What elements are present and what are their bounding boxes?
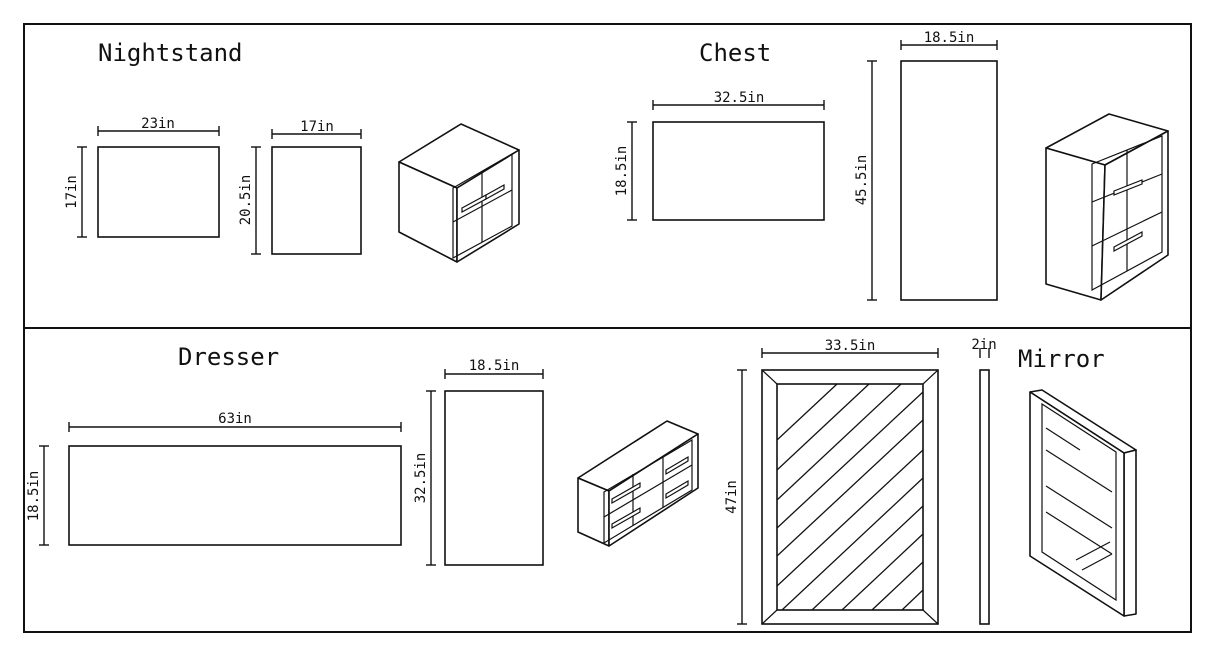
chest-width-label: 32.5in: [714, 90, 765, 106]
mirror-front-view: [761, 369, 939, 625]
chest-top-view: [652, 121, 825, 221]
dresser-width-label: 63in: [218, 411, 252, 427]
mirror-section: Mirror: [724, 337, 1137, 625]
mirror-width-label: 33.5in: [825, 338, 876, 354]
chest-height-dimension: 45.5in: [854, 60, 877, 301]
nightstand-side-depth-label: 17in: [300, 119, 334, 135]
chest-title: Chest: [699, 39, 771, 67]
chest-side-depth-dimension: 18.5in: [900, 30, 998, 50]
mirror-side-view: [979, 369, 990, 625]
nightstand-width-label: 23in: [141, 116, 175, 132]
mirror-title: Mirror: [1018, 345, 1105, 373]
nightstand-depth-label: 17in: [64, 175, 80, 209]
chest-section: Chest 32.5in 18.5in 18.5in 45.5in: [614, 30, 1169, 301]
dresser-side-depth-label: 18.5in: [469, 358, 520, 374]
nightstand-section: Nightstand 23in 17in 17in 20.5in: [64, 39, 520, 263]
dresser-top-view: [68, 445, 402, 546]
nightstand-isometric-view: [398, 123, 520, 263]
dresser-depth-dimension: 18.5in: [26, 445, 49, 546]
chest-side-depth-label: 18.5in: [924, 30, 975, 46]
nightstand-top-view: [97, 146, 220, 238]
nightstand-side-depth-dimension: 17in: [271, 119, 362, 139]
nightstand-height-label: 20.5in: [238, 175, 254, 226]
mirror-height-dimension: 47in: [724, 369, 747, 625]
dresser-width-dimension: 63in: [68, 411, 402, 432]
chest-height-label: 45.5in: [854, 155, 870, 206]
dresser-depth-label: 18.5in: [26, 471, 42, 522]
chest-depth-label: 18.5in: [614, 146, 630, 197]
mirror-thickness-dimension: 2in: [971, 337, 997, 358]
mirror-width-dimension: 33.5in: [761, 338, 939, 358]
nightstand-side-view: [271, 146, 362, 255]
nightstand-title: Nightstand: [98, 39, 243, 67]
dresser-isometric-view: [577, 420, 699, 547]
chest-side-view: [900, 60, 998, 301]
mirror-glass-hatching: [777, 384, 923, 610]
dresser-height-dimension: 32.5in: [413, 390, 436, 566]
nightstand-depth-dimension: 17in: [64, 146, 87, 238]
dresser-section: Dresser 63in 18.5in 18.5in 32.5in: [26, 343, 699, 566]
mirror-height-label: 47in: [724, 480, 740, 514]
chest-depth-dimension: 18.5in: [614, 121, 637, 221]
mirror-thickness-label: 2in: [971, 337, 996, 353]
mirror-isometric-view: [1029, 389, 1137, 617]
dresser-height-label: 32.5in: [413, 453, 429, 504]
nightstand-height-dimension: 20.5in: [238, 146, 261, 255]
dresser-title: Dresser: [178, 343, 279, 371]
chest-width-dimension: 32.5in: [652, 90, 825, 110]
dresser-side-view: [444, 390, 544, 566]
chest-isometric-view: [1045, 113, 1169, 301]
dresser-side-depth-dimension: 18.5in: [444, 358, 544, 379]
nightstand-width-dimension: 23in: [97, 116, 220, 136]
